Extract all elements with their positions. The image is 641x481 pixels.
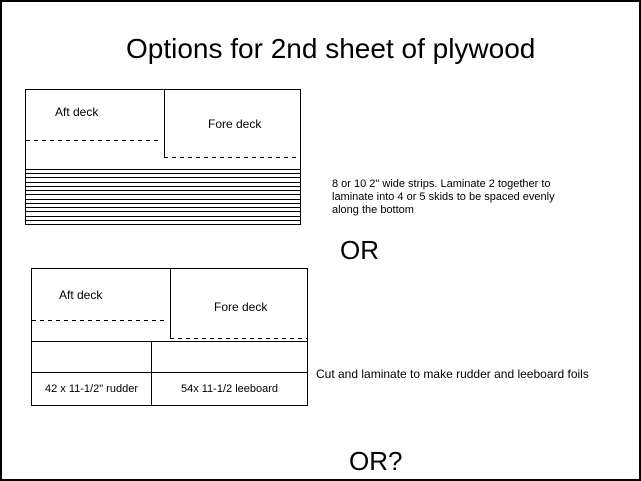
aft-deck-label-2: Aft deck [59, 288, 103, 302]
skid-strip [26, 185, 300, 190]
foil-row-line [32, 372, 307, 373]
deck-divider-line-1 [164, 90, 165, 158]
rudder-label: 42 x 11-1/2" rudder [45, 383, 138, 395]
skid-strip [26, 190, 300, 194]
fore-deck-label-2: Fore deck [214, 300, 268, 314]
skid-strip [26, 177, 300, 181]
fore-deck-dashed-line-1 [164, 157, 300, 158]
skid-strip [26, 173, 300, 177]
page-title: Options for 2nd sheet of plywood [126, 33, 536, 64]
deck-divider-line-2 [170, 269, 171, 339]
plywood-sheet-1: Aft deck Fore deck [25, 89, 301, 225]
skid-strip [26, 215, 300, 220]
foils-note: Cut and laminate to make rudder and leeb… [316, 367, 589, 381]
or-question-label: OR? [349, 446, 403, 476]
skid-strip [26, 198, 300, 203]
deck-section-bottom-line [32, 341, 307, 342]
skid-strip [26, 211, 300, 215]
fore-deck-dashed-line-2 [170, 338, 307, 339]
aft-deck-dashed-line-2 [32, 320, 165, 321]
aft-deck-dashed-line-1 [26, 140, 160, 141]
plywood-sheet-2: Aft deck Fore deck 42 x 11-1/2" rudder 5… [31, 268, 308, 406]
skid-strips-note: 8 or 10 2" wide strips. Laminate 2 toget… [332, 178, 555, 216]
aft-deck-label-1: Aft deck [55, 105, 99, 119]
skid-strip [26, 219, 300, 224]
leeboard-label: 54x 11-1/2 leeboard [180, 383, 279, 395]
leeboard-cell: 54x 11-1/2 leeboard [152, 373, 307, 405]
skid-strip [26, 202, 300, 207]
skid-strip [26, 181, 300, 186]
skid-strip [26, 169, 300, 173]
skid-strip [26, 194, 300, 198]
skid-strip [26, 207, 300, 211]
rudder-cell: 42 x 11-1/2" rudder [32, 373, 151, 405]
or-label: OR [340, 235, 379, 265]
fore-deck-label-1: Fore deck [208, 117, 262, 131]
foil-divider-line [151, 341, 152, 405]
skid-strips [26, 169, 300, 224]
